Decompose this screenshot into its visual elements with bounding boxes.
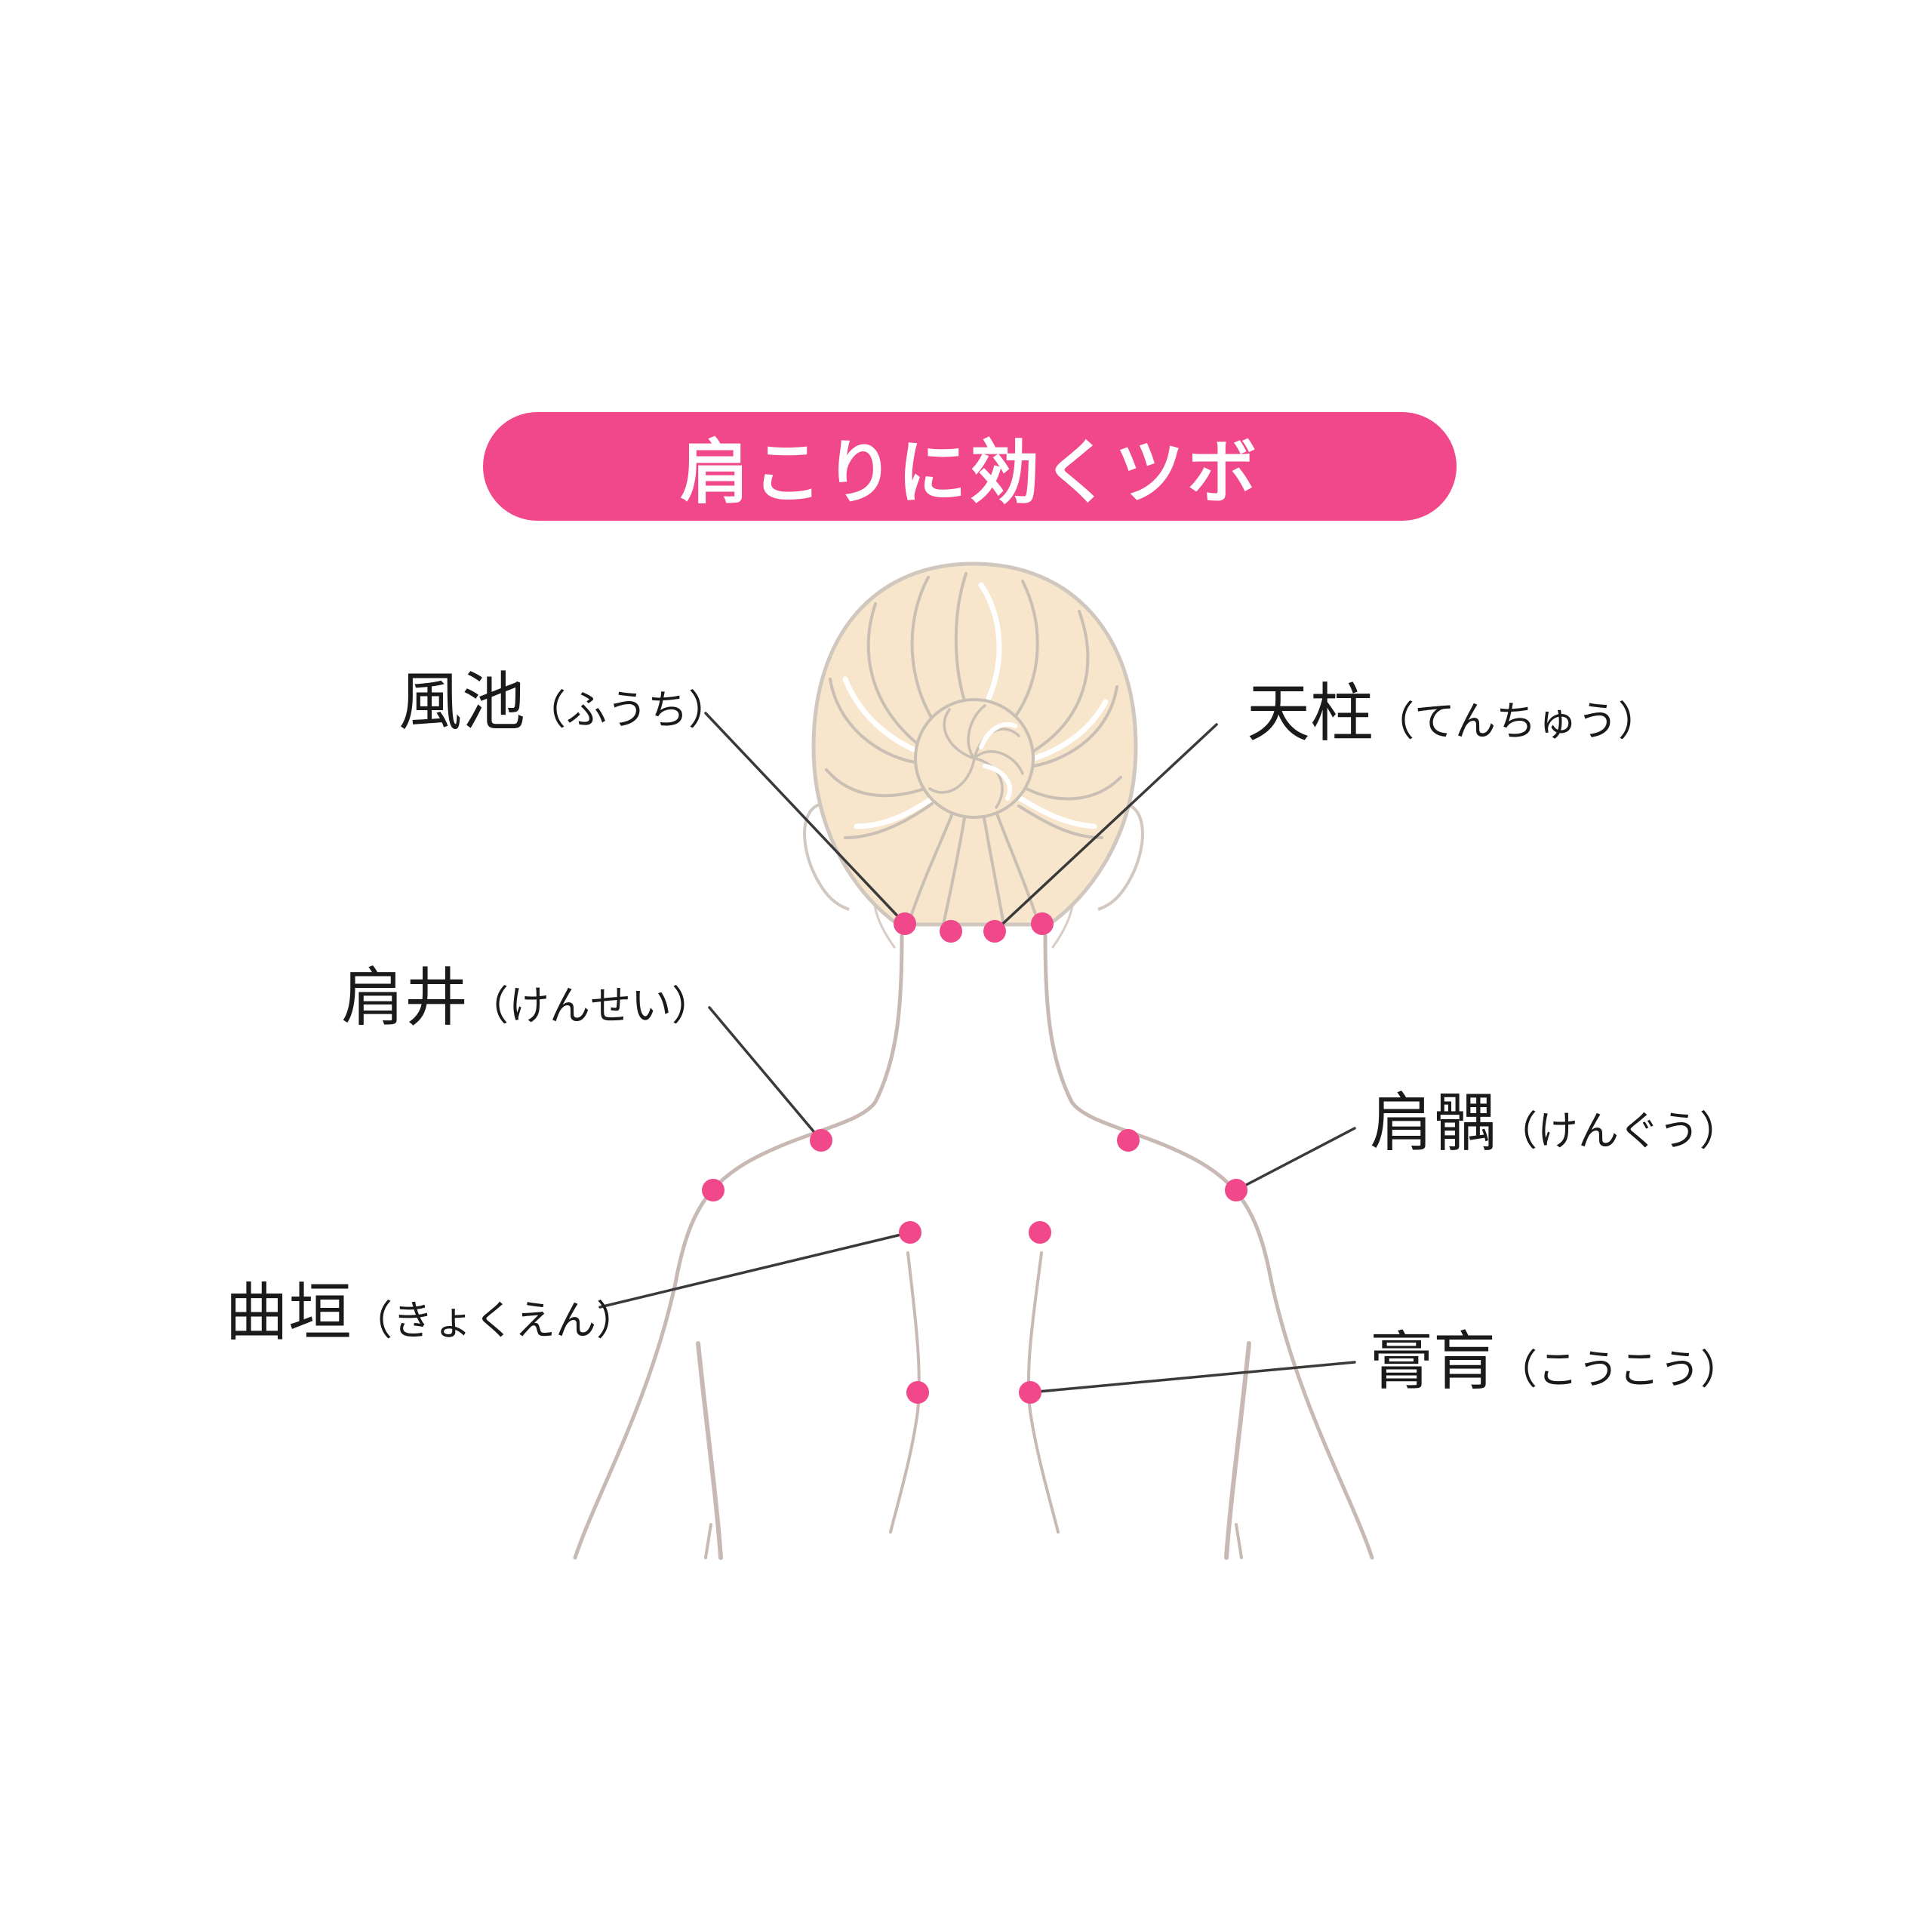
title-text: 肩こりに効くツボ bbox=[679, 432, 1260, 513]
acupoint-dot-shoulder-left-outer bbox=[702, 1179, 724, 1201]
label-reading: （てんちゅう） bbox=[1374, 697, 1660, 745]
leader-line-tenchu bbox=[993, 723, 1218, 933]
label-kensei: 肩井（けんせい） bbox=[341, 966, 712, 1029]
ears bbox=[803, 802, 1144, 911]
label-reading: （きょくえん） bbox=[352, 1297, 638, 1344]
label-reading: （けんせい） bbox=[468, 982, 713, 1029]
acupoint-dot-neck-left-outer bbox=[894, 912, 916, 935]
acupoint-dot-scapula-left-lower bbox=[906, 1381, 929, 1404]
label-kanji: 曲垣 bbox=[225, 1275, 352, 1349]
label-kyokuen: 曲垣（きょくえん） bbox=[225, 1281, 637, 1344]
label-tenchu: 天柱（てんちゅう） bbox=[1247, 681, 1659, 745]
label-kanji: 風池 bbox=[398, 665, 526, 739]
title-banner: 肩こりに効くツボ bbox=[483, 412, 1457, 521]
label-kengu: 肩髃（けんぐう） bbox=[1370, 1091, 1740, 1155]
label-reading: （ふうち） bbox=[525, 686, 730, 734]
acupoint-dot-neck-right-inner bbox=[983, 920, 1006, 943]
acupoint-dot-scapula-right-lower bbox=[1019, 1381, 1041, 1404]
acupoint-dot-shoulder-left-inner bbox=[810, 1129, 832, 1152]
acupoint-dot-scapula-right-upper bbox=[1029, 1221, 1051, 1244]
acupoint-dot-shoulder-right-inner bbox=[1117, 1129, 1140, 1152]
acupoint-dot-scapula-left-upper bbox=[899, 1221, 921, 1244]
leader-line-kyokuen bbox=[598, 1231, 912, 1309]
label-kanji: 肩髃 bbox=[1370, 1086, 1497, 1160]
body-outline bbox=[573, 866, 1374, 1560]
leader-line-kengu bbox=[1235, 1127, 1356, 1192]
hair-bun-head bbox=[811, 561, 1138, 927]
leader-line-kensei bbox=[708, 1006, 823, 1142]
label-kanji: 天柱 bbox=[1247, 676, 1374, 750]
leader-lines bbox=[598, 712, 1356, 1394]
label-koko: 膏肓（こうこう） bbox=[1370, 1330, 1741, 1393]
label-reading: （けんぐう） bbox=[1497, 1107, 1740, 1155]
label-reading: （こうこう） bbox=[1497, 1346, 1742, 1393]
acupoint-dot-neck-left-inner bbox=[940, 920, 962, 943]
label-kanji: 膏肓 bbox=[1370, 1324, 1497, 1398]
leader-line-fuchi bbox=[704, 712, 906, 925]
acupoint-dot-shoulder-right-outer bbox=[1225, 1179, 1247, 1201]
acupoint-dot-neck-right-outer bbox=[1031, 912, 1054, 935]
label-kanji: 肩井 bbox=[341, 961, 469, 1035]
label-fuchi: 風池（ふうち） bbox=[398, 670, 729, 734]
acupoints bbox=[702, 912, 1247, 1404]
leader-line-koko bbox=[1029, 1361, 1356, 1394]
